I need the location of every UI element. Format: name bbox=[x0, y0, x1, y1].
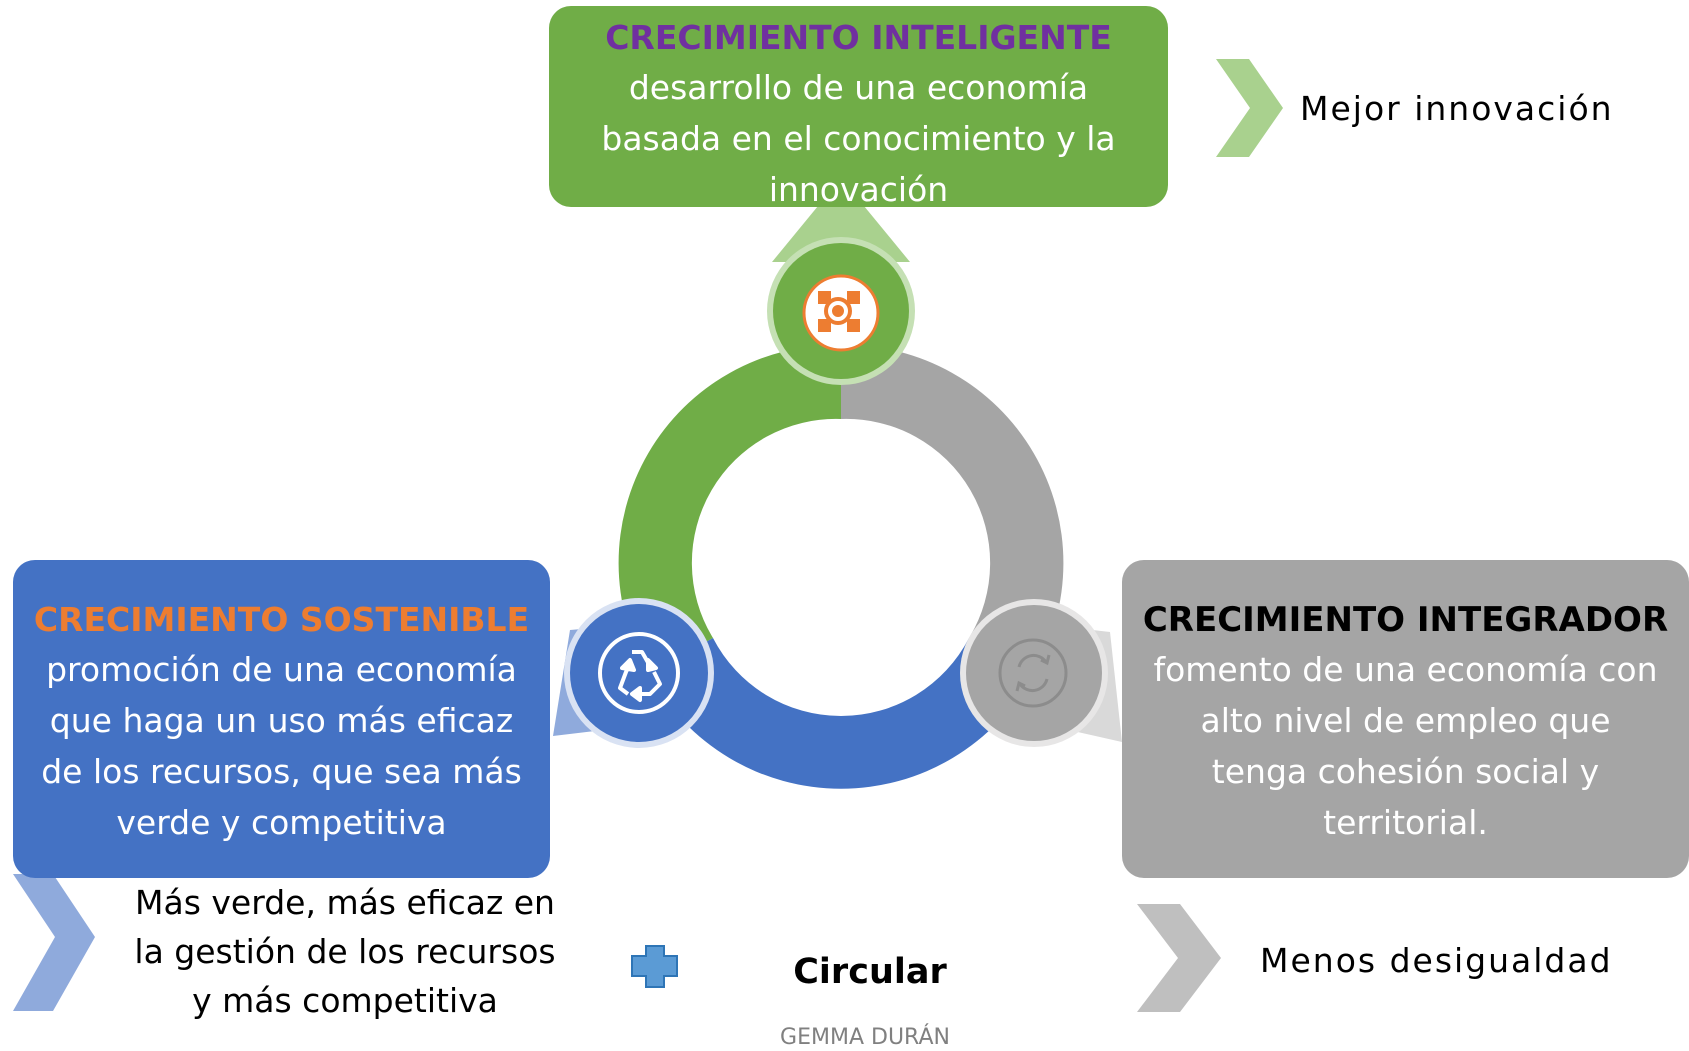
desc-integrador-line-4: territorial. bbox=[1323, 803, 1488, 842]
node-right bbox=[966, 605, 1102, 741]
desc-inteligente-line-3: innovación bbox=[768, 170, 949, 209]
chevron-bottom-left bbox=[13, 874, 95, 1011]
node-left bbox=[570, 604, 708, 742]
outcome-mas-verde-line-2: la gestión de los recursos bbox=[134, 932, 556, 971]
center-label-circular: Circular bbox=[793, 952, 947, 992]
recycle-icon bbox=[598, 632, 680, 714]
box-crecimiento-integrador: CRECIMIENTO INTEGRADOR fomento de una ec… bbox=[1122, 560, 1689, 878]
desc-integrador-line-1: fomento de una economía con bbox=[1153, 650, 1658, 689]
desc-integrador-line-2: alto nivel de empleo que bbox=[1200, 701, 1611, 740]
refresh-icon-glyph bbox=[1015, 653, 1051, 693]
title-integrador: CRECIMIENTO INTEGRADOR bbox=[1142, 600, 1669, 640]
desc-sostenible-line-2: que haga un uso más eficaz bbox=[49, 701, 514, 740]
ring-segment-gray bbox=[841, 344, 1064, 674]
box-crecimiento-inteligente: CRECIMIENTO INTELIGENTE desarrollo de un… bbox=[549, 6, 1168, 209]
title-sostenible: CRECIMIENTO SOSTENIBLE bbox=[33, 600, 530, 639]
outcome-mejor-innovacion: Mejor innovación bbox=[1300, 89, 1614, 128]
plus-icon bbox=[631, 945, 678, 988]
outcome-mas-verde-line-3: y más competitiva bbox=[192, 981, 498, 1020]
ring-segment-blue bbox=[649, 638, 1033, 789]
box-crecimiento-sostenible: CRECIMIENTO SOSTENIBLE promoción de una … bbox=[13, 560, 550, 878]
ring-segment-green bbox=[618, 344, 841, 674]
desc-inteligente-line-1: desarrollo de una economía bbox=[628, 68, 1089, 107]
chevron-bottom-right bbox=[1137, 904, 1221, 1012]
desc-sostenible-line-4: verde y competitiva bbox=[116, 803, 447, 842]
desc-integrador-line-3: tenga cohesión social y bbox=[1211, 752, 1600, 791]
network-gear-icon-glyph bbox=[818, 291, 860, 332]
refresh-icon bbox=[998, 638, 1068, 708]
recycle-icon-glyph bbox=[618, 650, 662, 702]
desc-inteligente-line-2: basada en el conocimiento y la bbox=[601, 119, 1116, 158]
outcome-mas-verde: Más verde, más eficaz en la gestión de l… bbox=[115, 878, 575, 1025]
outcome-menos-desigualdad: Menos desigualdad bbox=[1260, 941, 1613, 980]
desc-sostenible-line-3: de los recursos, que sea más bbox=[41, 752, 522, 791]
outcome-mas-verde-line-1: Más verde, más eficaz en bbox=[135, 883, 555, 922]
chevron-top-right bbox=[1216, 59, 1283, 157]
desc-sostenible-line-1: promoción de una economía bbox=[46, 650, 517, 689]
title-inteligente: CRECIMIENTO INTELIGENTE bbox=[605, 18, 1112, 57]
author-credit: GEMMA DURÁN bbox=[780, 1025, 950, 1050]
